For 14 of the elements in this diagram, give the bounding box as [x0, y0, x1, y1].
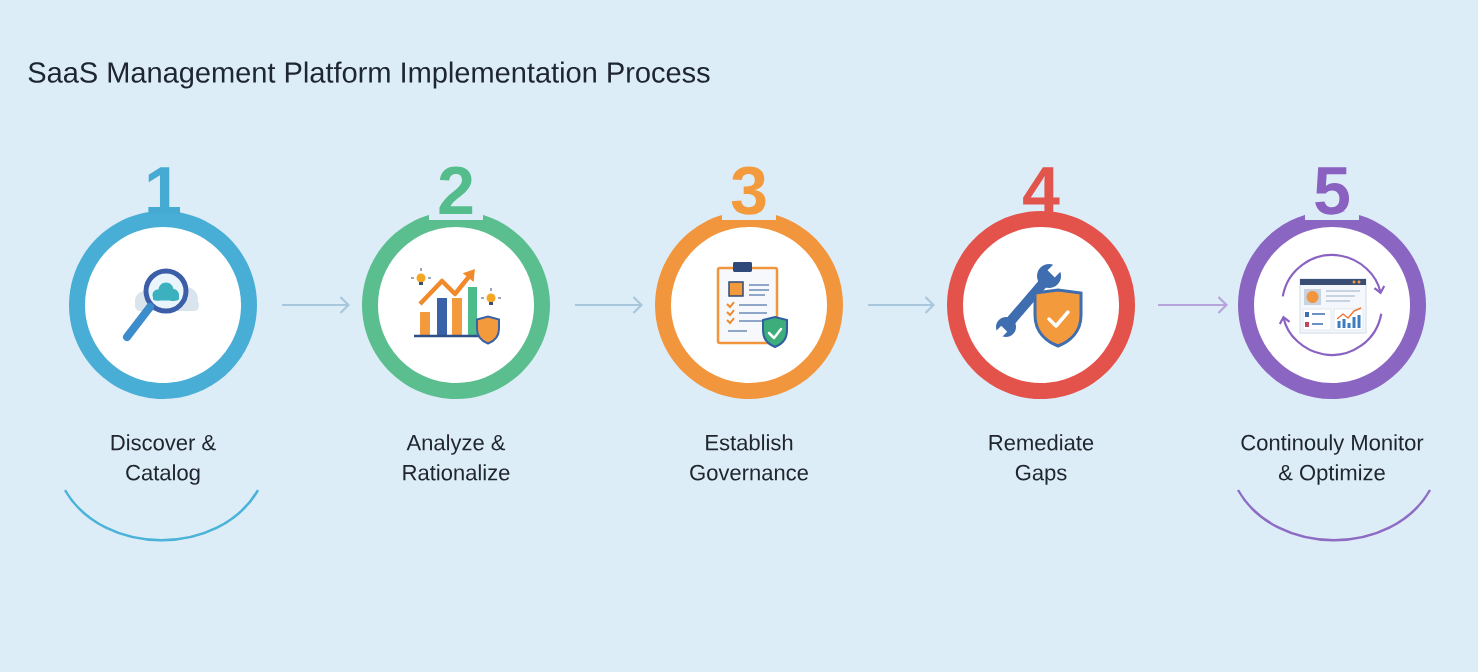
title: SaaS Management Platform Implementation Process: [28, 61, 710, 89]
step-number: 4: [1023, 167, 1060, 214]
step-label: Remediate Gaps: [989, 434, 1094, 485]
step-number: 2: [439, 166, 473, 214]
step-label: Continouly Monitor & Optimize: [1241, 434, 1424, 485]
step-label: Discover & Catalog: [111, 434, 216, 485]
arrow: [868, 296, 935, 314]
step-number: 3: [731, 166, 766, 215]
step-label: Analyze & Rationalize: [403, 434, 510, 481]
arrow: [1158, 296, 1228, 314]
arrow: [282, 296, 350, 314]
step-number: 5: [1315, 167, 1350, 215]
step-label: Establish Governance: [690, 434, 808, 481]
arrow: [575, 296, 643, 314]
